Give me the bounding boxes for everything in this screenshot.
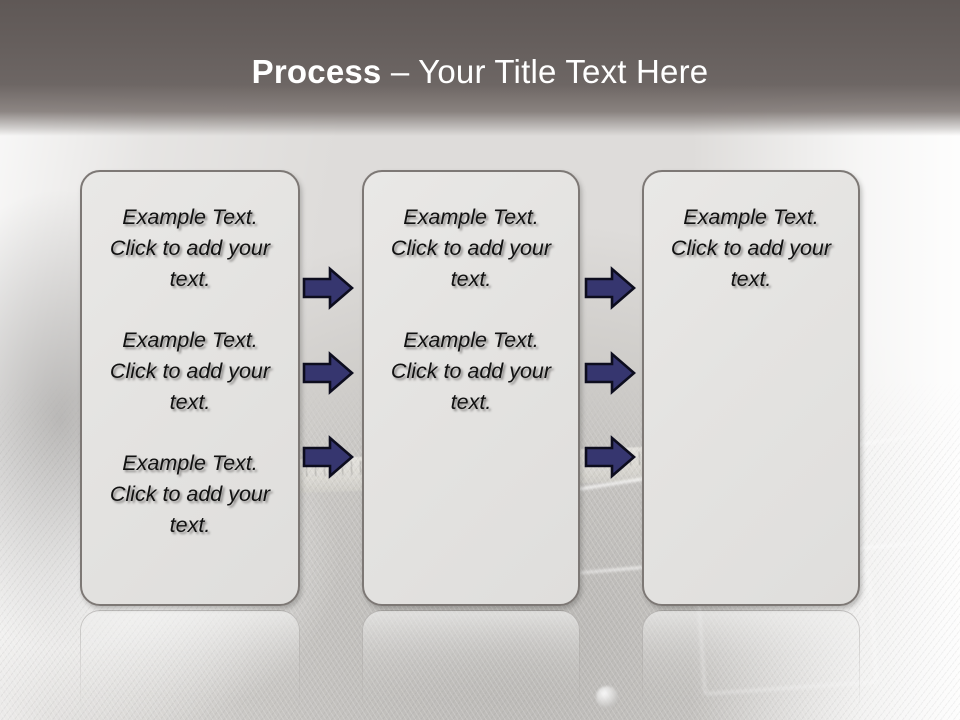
process-box-3-body: Example Text. Click to add your text. — [656, 202, 846, 295]
page-title: Process – Your Title Text Here — [0, 52, 960, 92]
right-arrow-icon — [584, 435, 636, 479]
reflection-box-1 — [80, 610, 300, 720]
process-box-2[interactable]: Example Text. Click to add your text. Exa… — [362, 170, 580, 606]
placeholder-text[interactable]: Example Text. Click to add your text. — [390, 205, 552, 291]
placeholder-text[interactable]: Example Text. Click to add your text. — [109, 328, 271, 414]
placeholder-text[interactable]: Example Text. Click to add your text. — [109, 451, 271, 537]
right-arrow-icon — [584, 266, 636, 310]
background-denim-button — [596, 686, 618, 708]
right-arrow-icon — [302, 435, 354, 479]
right-arrow-icon — [302, 351, 354, 395]
right-arrow-icon — [302, 266, 354, 310]
page-title-bold: Process — [251, 53, 382, 90]
reflection-box-2 — [362, 610, 580, 720]
reflection-box-3 — [642, 610, 860, 720]
process-box-1[interactable]: Example Text. Click to add your text. Exa… — [80, 170, 300, 606]
placeholder-text[interactable]: Example Text. Click to add your text. — [390, 328, 552, 414]
right-arrow-icon — [584, 351, 636, 395]
placeholder-text[interactable]: Example Text. Click to add your text. — [109, 205, 271, 291]
process-box-2-body: Example Text. Click to add your text. Exa… — [376, 202, 566, 418]
placeholder-text[interactable]: Example Text. Click to add your text. — [670, 205, 832, 291]
process-box-3[interactable]: Example Text. Click to add your text. — [642, 170, 860, 606]
process-box-1-body: Example Text. Click to add your text. Exa… — [94, 202, 286, 541]
page-title-rest: – Your Title Text Here — [381, 53, 709, 90]
header-band — [0, 0, 960, 136]
